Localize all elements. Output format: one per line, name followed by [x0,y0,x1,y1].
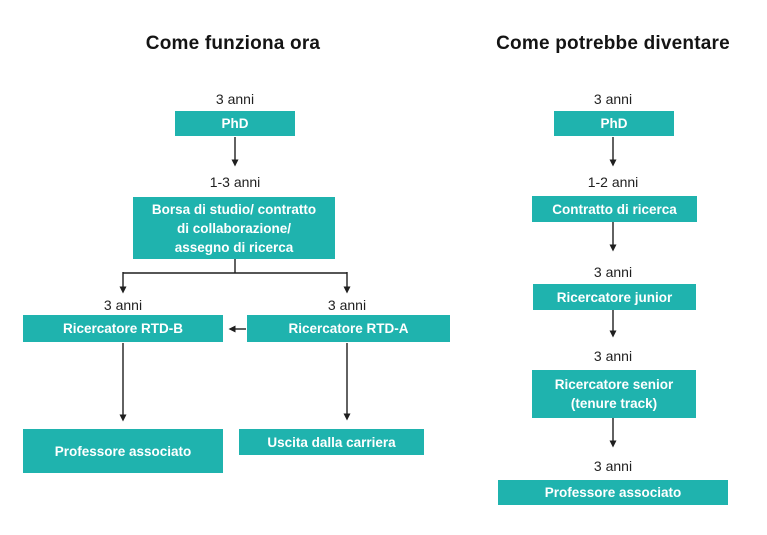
duration-left-phd: 3 anni [215,91,255,107]
node-left-uscita-carriera: Uscita dalla carriera [239,429,424,455]
duration-right-junior: 3 anni [593,264,633,280]
node-left-rtda: Ricercatore RTD-A [247,315,450,342]
left-column-title: Come funziona ora [145,33,321,54]
duration-left-borsa: 1-3 anni [209,174,261,190]
node-left-borsa-line: di collaborazione/ [176,220,292,236]
node-left-borsa-line: assegno di ricerca [174,239,294,255]
duration-left-rtda: 3 anni [327,297,367,313]
node-left-borsa: Borsa di studio/ contratto di collaboraz… [133,197,335,259]
duration-left-rtdb: 3 anni [103,297,143,313]
node-right-junior: Ricercatore junior [533,284,696,310]
duration-right-contratto: 1-2 anni [587,174,639,190]
duration-right-senior: 3 anni [593,348,633,364]
node-right-senior-line: Ricercatore senior [554,377,674,392]
node-left-borsa-line: Borsa di studio/ contratto [151,201,317,217]
duration-right-professore: 3 anni [593,458,633,474]
node-right-senior-line: (tenure track) [570,396,658,411]
node-right-senior: Ricercatore senior (tenure track) [532,370,696,418]
duration-right-phd: 3 anni [593,91,633,107]
connector-borsa-branch [123,259,347,274]
node-right-contratto: Contratto di ricerca [532,196,697,222]
node-left-professore-associato: Professore associato [23,429,223,473]
node-right-professore-associato: Professore associato [498,480,728,505]
right-column-title: Come potrebbe diventare [496,33,730,54]
node-left-phd: PhD [175,111,295,136]
node-left-rtdb: Ricercatore RTD-B [23,315,223,342]
node-right-phd: PhD [554,111,674,136]
